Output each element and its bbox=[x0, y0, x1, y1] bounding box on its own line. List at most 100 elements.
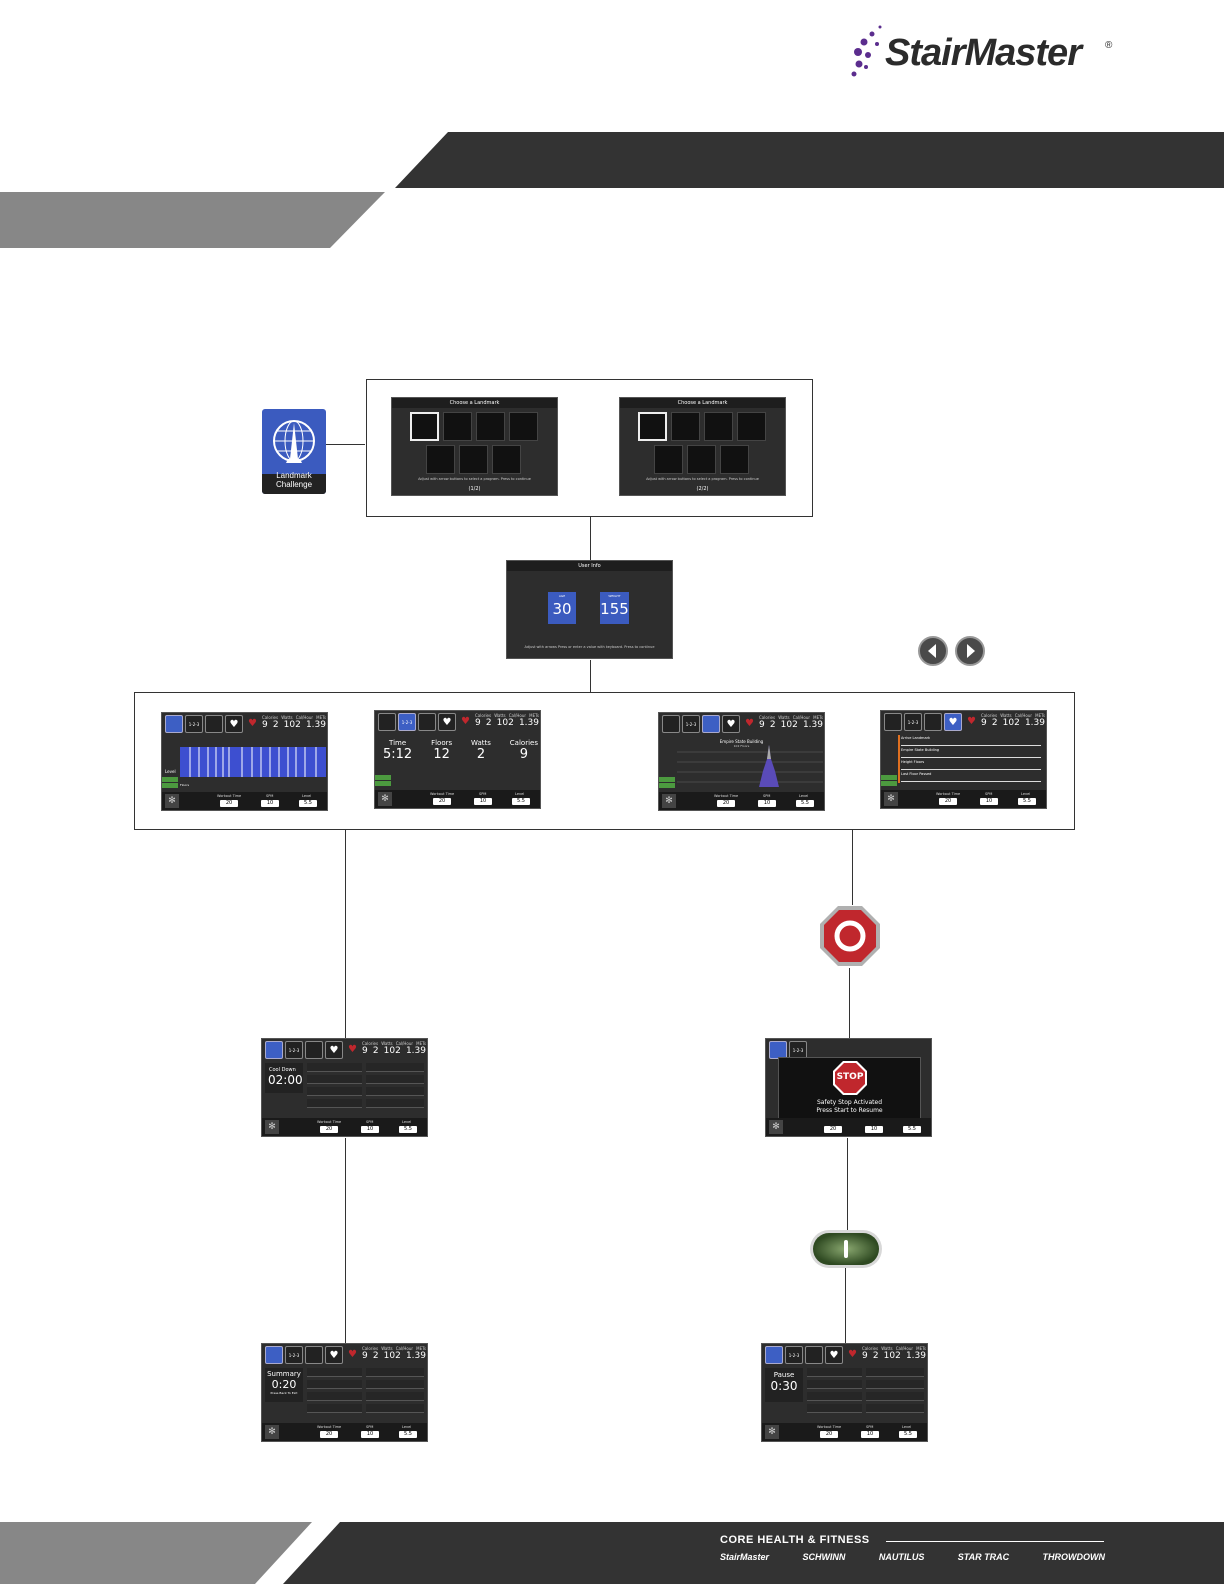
workout-screen-landmark[interactable]: 1-2-3 ♥ ♥ Calories Watts Cal/Hour METs 9… bbox=[658, 712, 825, 811]
stat-value: 9 bbox=[362, 1351, 368, 1361]
spm-field[interactable]: 10 bbox=[361, 1431, 379, 1438]
landmark-thumb[interactable] bbox=[671, 412, 700, 441]
workout-time-field[interactable]: 20 bbox=[820, 1431, 838, 1438]
level-field[interactable]: 5.5 bbox=[899, 1431, 917, 1438]
spm-field[interactable]: 10 bbox=[861, 1431, 879, 1438]
chart-mode-icon[interactable] bbox=[662, 715, 680, 733]
pause-screen[interactable]: 1-2-3 ♥ ♥ Calories Watts Cal/Hour METs 9… bbox=[761, 1343, 928, 1442]
next-button[interactable] bbox=[955, 636, 985, 666]
summary-screen[interactable]: 1-2-3 ♥ ♥ Calories Watts Cal/Hour METs 9… bbox=[261, 1343, 428, 1442]
landmark-mode-icon[interactable] bbox=[305, 1041, 323, 1059]
landmark-mode-icon[interactable] bbox=[305, 1346, 323, 1364]
stat-value: 9 bbox=[981, 718, 987, 728]
workout-screen-numbers[interactable]: 1-2-3 ♥ ♥ Calories Watts Cal/Hour METs 9… bbox=[374, 710, 541, 809]
level-field[interactable]: 5.5 bbox=[903, 1126, 921, 1133]
workout-time-field[interactable]: 20 bbox=[824, 1126, 842, 1133]
stop-button[interactable] bbox=[818, 904, 882, 968]
start-button[interactable] bbox=[810, 1230, 882, 1268]
level-field[interactable]: 5.5 bbox=[399, 1126, 417, 1133]
level-field[interactable]: 5.5 bbox=[299, 800, 317, 807]
landmark-mode-icon[interactable] bbox=[924, 713, 942, 731]
level-label: Level bbox=[515, 792, 524, 796]
landmark-thumb[interactable] bbox=[638, 412, 667, 441]
spm-field[interactable]: 10 bbox=[361, 1126, 379, 1133]
landmark-thumb[interactable] bbox=[720, 445, 749, 474]
workout-time-field[interactable]: 20 bbox=[320, 1431, 338, 1438]
landmark-select-screen-1[interactable]: Choose a Landmark Adjust with arrow butt… bbox=[391, 397, 558, 496]
numbers-mode-icon[interactable]: 1-2-3 bbox=[904, 713, 922, 731]
fan-icon[interactable]: ✻ bbox=[378, 792, 392, 806]
workout-time-field[interactable]: 20 bbox=[433, 798, 451, 805]
age-field[interactable]: AGE 30 bbox=[548, 592, 576, 624]
landmark-thumb[interactable] bbox=[426, 445, 455, 474]
fan-icon[interactable]: ✻ bbox=[662, 794, 676, 808]
numbers-mode-icon[interactable]: 1-2-3 bbox=[185, 715, 203, 733]
spm-field[interactable]: 10 bbox=[261, 800, 279, 807]
workout-time-field[interactable]: 20 bbox=[717, 800, 735, 807]
spm-field[interactable]: 10 bbox=[474, 798, 492, 805]
landmark-mode-icon[interactable] bbox=[205, 715, 223, 733]
program-tile[interactable]: Landmark Challenge bbox=[262, 409, 326, 494]
spm-field[interactable]: 10 bbox=[865, 1126, 883, 1133]
heart-mode-icon[interactable]: ♥ bbox=[722, 715, 740, 733]
landmark-thumb[interactable] bbox=[410, 412, 439, 441]
stat-value: 1.39 bbox=[906, 1351, 926, 1361]
landmark-thumb[interactable] bbox=[492, 445, 521, 474]
landmark-thumb[interactable] bbox=[509, 412, 538, 441]
landmark-thumb[interactable] bbox=[654, 445, 683, 474]
chart-mode-icon[interactable] bbox=[165, 715, 183, 733]
landmark-mode-icon[interactable] bbox=[702, 715, 720, 733]
stat-value: 9 bbox=[362, 1046, 368, 1056]
spm-field[interactable]: 10 bbox=[758, 800, 776, 807]
fan-icon[interactable]: ✻ bbox=[265, 1425, 279, 1439]
workout-screen-level[interactable]: 1-2-3 ♥ ♥ Calories Watts Cal/Hour METs 9… bbox=[161, 712, 328, 811]
level-field[interactable]: 5.5 bbox=[796, 800, 814, 807]
level-field[interactable]: 5.5 bbox=[1018, 798, 1036, 805]
heart-mode-icon[interactable]: ♥ bbox=[325, 1041, 343, 1059]
cooldown-screen[interactable]: 1-2-3 ♥ ♥ Calories Watts Cal/Hour METs 9… bbox=[261, 1038, 428, 1137]
landmark-select-screen-2[interactable]: Choose a Landmark Adjust with arrow butt… bbox=[619, 397, 786, 496]
chart-mode-icon[interactable] bbox=[265, 1041, 283, 1059]
fan-icon[interactable]: ✻ bbox=[165, 794, 179, 808]
heart-mode-icon[interactable]: ♥ bbox=[225, 715, 243, 733]
heart-mode-icon[interactable]: ♥ bbox=[825, 1346, 843, 1364]
numbers-mode-icon[interactable]: 1-2-3 bbox=[682, 715, 700, 733]
stat-value: 1.39 bbox=[803, 720, 823, 730]
numbers-mode-icon[interactable]: 1-2-3 bbox=[285, 1346, 303, 1364]
screen-title: Choose a Landmark bbox=[392, 398, 557, 408]
landmark-thumb[interactable] bbox=[687, 445, 716, 474]
landmark-thumb[interactable] bbox=[443, 412, 472, 441]
landmark-thumb[interactable] bbox=[459, 445, 488, 474]
spm-field[interactable]: 10 bbox=[980, 798, 998, 805]
chart-mode-icon[interactable] bbox=[265, 1346, 283, 1364]
fan-icon[interactable]: ✻ bbox=[884, 792, 898, 806]
chart-mode-icon[interactable] bbox=[884, 713, 902, 731]
level-field[interactable]: 5.5 bbox=[399, 1431, 417, 1438]
landmark-thumb[interactable] bbox=[704, 412, 733, 441]
chart-mode-icon[interactable] bbox=[378, 713, 396, 731]
fan-icon[interactable]: ✻ bbox=[769, 1120, 783, 1134]
heart-mode-icon[interactable]: ♥ bbox=[944, 713, 962, 731]
numbers-mode-icon[interactable]: 1-2-3 bbox=[785, 1346, 803, 1364]
user-info-screen[interactable]: User Info AGE 30 WEIGHT 155 Adjust with … bbox=[506, 560, 673, 659]
heart-mode-icon[interactable]: ♥ bbox=[438, 713, 456, 731]
workout-time-field[interactable]: 20 bbox=[220, 800, 238, 807]
level-field[interactable]: 5.5 bbox=[512, 798, 530, 805]
numbers-mode-icon[interactable]: 1-2-3 bbox=[398, 713, 416, 731]
heart-mode-icon[interactable]: ♥ bbox=[325, 1346, 343, 1364]
landmark-thumb[interactable] bbox=[476, 412, 505, 441]
workout-time-field[interactable]: 20 bbox=[320, 1126, 338, 1133]
fan-icon[interactable]: ✻ bbox=[765, 1425, 779, 1439]
safety-stop-screen[interactable]: 1-2-3 STOP Safety Stop Activated Press S… bbox=[765, 1038, 932, 1137]
weight-field[interactable]: WEIGHT 155 bbox=[600, 592, 629, 624]
workout-time-field[interactable]: 20 bbox=[939, 798, 957, 805]
landmark-mode-icon[interactable] bbox=[805, 1346, 823, 1364]
landmark-thumb[interactable] bbox=[737, 412, 766, 441]
numbers-mode-icon[interactable]: 1-2-3 bbox=[285, 1041, 303, 1059]
workout-screen-heart[interactable]: 1-2-3 ♥ ♥ Calories Watts Cal/Hour METs 9… bbox=[880, 710, 1047, 809]
landmark-mode-icon[interactable] bbox=[418, 713, 436, 731]
fan-icon[interactable]: ✻ bbox=[265, 1120, 279, 1134]
prev-button[interactable] bbox=[918, 636, 948, 666]
chart-mode-icon[interactable] bbox=[765, 1346, 783, 1364]
stats-bar: Calories Watts Cal/Hour METs 9 2 102 1.3… bbox=[475, 713, 539, 728]
